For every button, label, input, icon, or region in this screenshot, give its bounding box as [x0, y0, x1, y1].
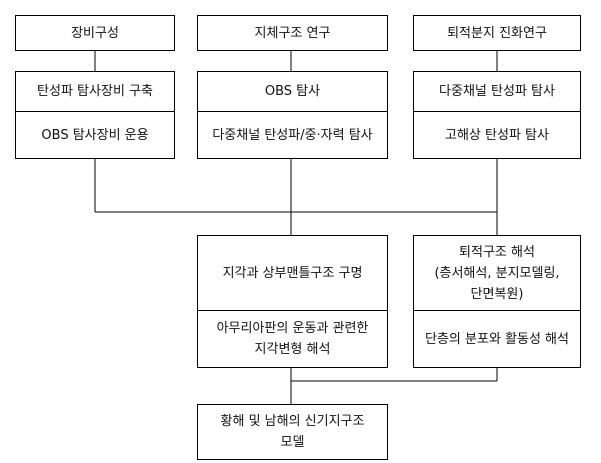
- sediment-analysis-box: 퇴적구조 해석 (층서해석, 분지모델링, 단면복원) 단층의 분포와 활동성 …: [413, 235, 581, 368]
- basin-line-2: 고해상 탄성파 탐사: [445, 127, 549, 143]
- exploration-line-2: 다중채널 탄성파/중·자력 탐사: [212, 127, 373, 143]
- equipment-line-2: OBS 탐사장비 운용: [41, 127, 149, 143]
- crust-line-1: 지각과 상부맨틀구조 구명: [222, 265, 363, 281]
- exploration-line-1: OBS 탐사: [264, 84, 321, 99]
- sediment-line-2: 단층의 분포와 활동성 해석: [425, 331, 569, 347]
- equipment-box: 탄성파 탐사장비 구축 OBS 탐사장비 운용: [15, 71, 175, 159]
- sediment-divider: [414, 310, 580, 311]
- equipment-line-1: 탄성파 탐사장비 구축: [37, 84, 153, 99]
- tectonics-header-box: 지체구조 연구: [197, 15, 388, 51]
- sediment-detail-a: (층서해석, 분지모델링,: [434, 265, 560, 281]
- crust-analysis-box: 지각과 상부맨틀구조 구명 아무리아판의 운동과 관련한 지각변형 해석: [197, 235, 388, 368]
- model-line-1: 황해 및 남해의 신기지구조: [220, 414, 365, 429]
- tectonics-header-label: 지체구조 연구: [254, 25, 331, 41]
- basin-line-1: 다중채널 탄성파 탐사: [439, 84, 555, 99]
- basin-divider: [414, 111, 580, 112]
- model-box: 황해 및 남해의 신기지구조 모델: [197, 404, 388, 460]
- basin-header-box: 퇴적분지 진화연구: [413, 15, 581, 51]
- sediment-detail-b: 단면복원): [470, 286, 524, 302]
- basin-header-label: 퇴적분지 진화연구: [447, 25, 547, 41]
- model-line-2: 모델: [280, 435, 305, 450]
- equipment-header-label: 장비구성: [71, 25, 119, 41]
- crust-line-2b: 지각변형 해석: [254, 342, 331, 357]
- exploration-box: OBS 탐사 다중채널 탄성파/중·자력 탐사: [197, 71, 388, 159]
- crust-line-2a: 아무리아판의 운동과 관련한: [216, 321, 369, 336]
- basin-exploration-box: 다중채널 탄성파 탐사 고해상 탄성파 탐사: [413, 71, 581, 159]
- equipment-divider: [16, 111, 174, 112]
- crust-divider: [198, 310, 387, 311]
- sediment-title: 퇴적구조 해석: [459, 244, 535, 260]
- equipment-header-box: 장비구성: [15, 15, 175, 51]
- exploration-divider: [198, 111, 387, 112]
